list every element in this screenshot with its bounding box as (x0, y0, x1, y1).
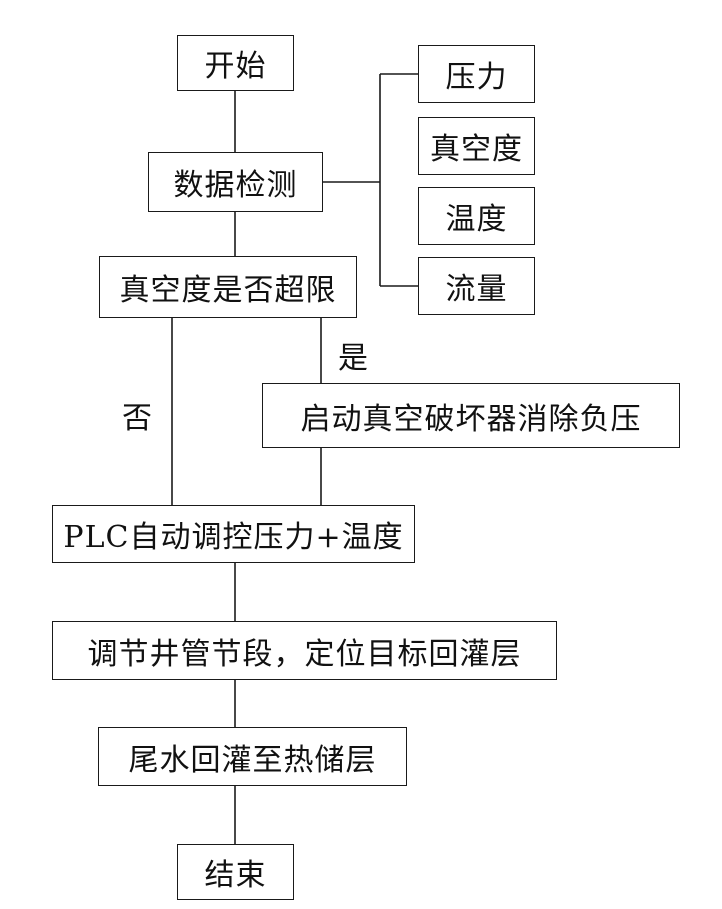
node-data-detect: 数据检测 (148, 152, 323, 212)
edge-label-yes: 是 (338, 333, 368, 377)
node-flow: 流量 (418, 257, 535, 315)
node-end: 结束 (177, 844, 294, 900)
node-reinject: 尾水回灌至热储层 (98, 727, 407, 786)
node-adjust-pipe-label: 调节井管节段，定位目标回灌层 (88, 629, 522, 673)
node-reinject-label: 尾水回灌至热储层 (129, 735, 377, 779)
node-adjust-pipe: 调节井管节段，定位目标回灌层 (52, 621, 557, 680)
node-plc-control: PLC自动调控压力+温度 (52, 505, 415, 563)
edge-label-no: 否 (122, 393, 152, 437)
node-data-detect-label: 数据检测 (174, 160, 298, 204)
node-vacuum-breaker: 启动真空破坏器消除负压 (262, 383, 680, 448)
node-pressure: 压力 (418, 45, 535, 103)
node-plc-control-label: PLC自动调控压力+温度 (63, 512, 403, 556)
node-temperature: 温度 (418, 187, 535, 245)
node-start: 开始 (177, 35, 294, 91)
node-vacuum-breaker-label: 启动真空破坏器消除负压 (301, 394, 642, 438)
node-end-label: 结束 (205, 850, 267, 894)
node-flow-label: 流量 (446, 264, 508, 308)
node-temperature-label: 温度 (446, 194, 508, 238)
node-vacuum-check-label: 真空度是否超限 (120, 265, 337, 309)
node-vacuum-label: 真空度 (430, 124, 523, 168)
node-pressure-label: 压力 (446, 52, 508, 96)
node-vacuum-check: 真空度是否超限 (99, 256, 357, 318)
node-vacuum: 真空度 (418, 117, 535, 175)
node-start-label: 开始 (205, 41, 267, 85)
